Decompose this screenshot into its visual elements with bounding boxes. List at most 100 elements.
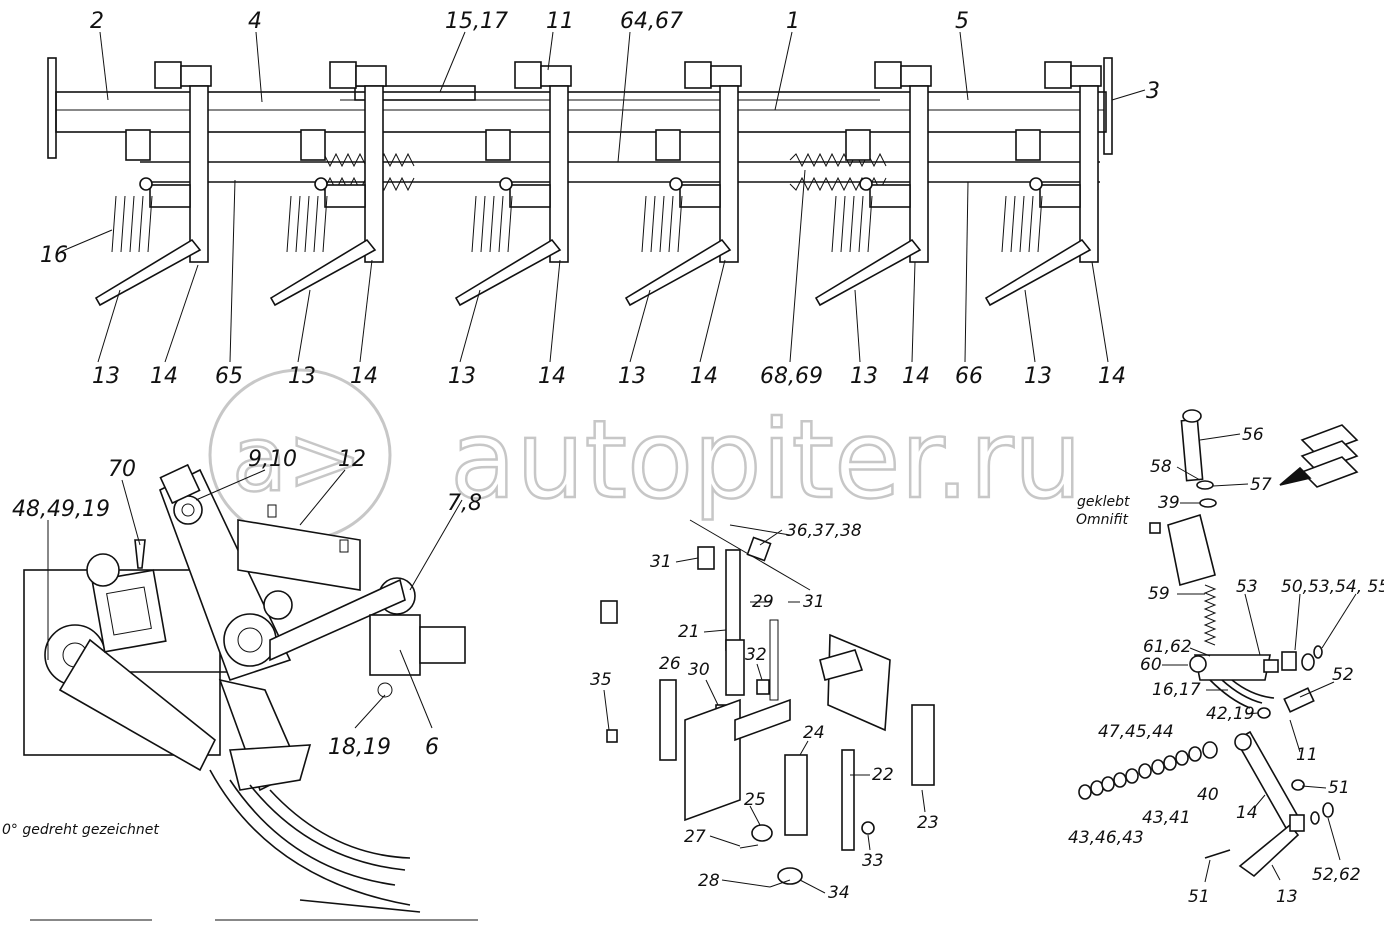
- label-68-69: 68,69: [760, 364, 823, 389]
- label-25: 25: [744, 790, 766, 810]
- label-32: 32: [745, 645, 767, 665]
- label-14-a: 14: [150, 364, 178, 389]
- tooth: [1019, 195, 1025, 253]
- label-14-f: 14: [1098, 364, 1126, 389]
- tine-unit: [454, 61, 572, 307]
- tine-unit: [984, 61, 1102, 307]
- tooth: [498, 195, 504, 253]
- label-64-67: 64,67: [620, 9, 683, 34]
- tine-unit: [269, 61, 387, 307]
- pivot: [669, 177, 683, 191]
- point: [269, 238, 377, 307]
- tooth: [1037, 195, 1043, 253]
- label-43-41: 43,41: [1142, 808, 1191, 828]
- label-2: 2: [90, 9, 104, 34]
- tine-unit: [624, 61, 742, 307]
- label-42-19: 42,19: [1206, 704, 1255, 724]
- tooth: [313, 195, 319, 253]
- label-14-d: 14: [690, 364, 718, 389]
- label-66: 66: [955, 364, 983, 389]
- pivot: [314, 177, 328, 191]
- label-13-e: 13: [850, 364, 878, 389]
- label-4: 4: [248, 9, 262, 34]
- label-34: 34: [828, 883, 850, 903]
- label-geklebt: geklebt: [1077, 494, 1130, 510]
- top-leaders: [59, 31, 1146, 363]
- watermark-text: autopiter.ru: [450, 398, 1082, 523]
- clamp-head: [329, 61, 357, 89]
- label-16: 16: [40, 243, 68, 268]
- holder: [149, 184, 191, 208]
- label-57: 57: [1250, 475, 1272, 495]
- label-70: 70: [108, 457, 136, 482]
- label-35: 35: [590, 670, 612, 690]
- label-65: 65: [215, 364, 243, 389]
- shank: [719, 85, 739, 263]
- label-23: 23: [917, 813, 939, 833]
- label-13-a: 13: [92, 364, 120, 389]
- label-22: 22: [872, 765, 894, 785]
- label-omnifit: Omnifit: [1076, 512, 1128, 528]
- label-39: 39: [1158, 493, 1180, 513]
- pivot: [859, 177, 873, 191]
- point: [814, 238, 922, 307]
- top-assembly: [47, 57, 1113, 307]
- tine-unit: [814, 61, 932, 307]
- label-52: 52: [1332, 665, 1354, 685]
- clamp-bolt: [710, 65, 742, 87]
- label-33: 33: [862, 851, 884, 871]
- clamp-bolt: [1070, 65, 1102, 87]
- tooth: [322, 195, 328, 253]
- label-21: 21: [678, 622, 700, 642]
- holder: [869, 184, 911, 208]
- shank: [1079, 85, 1099, 263]
- label-13-d: 13: [618, 364, 646, 389]
- side-labels: 70 48,49,19 9,10 12 7,8 18,19 6 0° gedre…: [2, 447, 482, 838]
- tooth: [867, 195, 873, 253]
- watermark-logo: a>: [232, 407, 363, 512]
- right-labels: 56 58 57 39 geklebt Omnifit 59 53 50,53,…: [1068, 425, 1384, 907]
- tooth: [831, 195, 837, 253]
- label-7-8: 7,8: [447, 491, 482, 516]
- tooth: [138, 195, 144, 253]
- label-13-f: 13: [1024, 364, 1052, 389]
- tooth: [129, 195, 135, 253]
- label-11: 11: [546, 9, 574, 34]
- label-58: 58: [1150, 457, 1172, 477]
- label-13-b: 13: [288, 364, 316, 389]
- tooth: [668, 195, 674, 253]
- label-15-17: 15,17: [445, 9, 508, 34]
- clamp-bolt: [355, 65, 387, 87]
- tooth: [471, 195, 477, 253]
- label-1: 1: [786, 9, 800, 34]
- bracket: [485, 129, 511, 161]
- label-16-17: 16,17: [1152, 680, 1201, 700]
- caption: 0° gedreht gezeichnet: [2, 822, 159, 838]
- shank: [189, 85, 209, 263]
- label-14-b: 14: [350, 364, 378, 389]
- tine-unit: [94, 61, 212, 307]
- clamp-head: [1044, 61, 1072, 89]
- tooth: [286, 195, 292, 253]
- label-27: 27: [684, 827, 706, 847]
- clamp-head: [874, 61, 902, 89]
- holder: [1039, 184, 1081, 208]
- tooth: [858, 195, 864, 253]
- tooth: [659, 195, 665, 253]
- tooth: [1028, 195, 1034, 253]
- label-3: 3: [1146, 79, 1160, 104]
- tooth: [120, 195, 126, 253]
- tooth: [295, 195, 301, 253]
- label-40: 40: [1197, 785, 1219, 805]
- clamp-bolt: [180, 65, 212, 87]
- clamp-bolt: [900, 65, 932, 87]
- bracket: [300, 129, 326, 161]
- label-52-62: 52,62: [1312, 865, 1361, 885]
- label-14-e: 14: [902, 364, 930, 389]
- pivot: [139, 177, 153, 191]
- shank: [364, 85, 384, 263]
- label-12: 12: [338, 447, 366, 472]
- label-36-37-38: 36,37,38: [786, 521, 862, 541]
- label-31-b: 31: [803, 592, 825, 612]
- label-9-10: 9,10: [248, 447, 297, 472]
